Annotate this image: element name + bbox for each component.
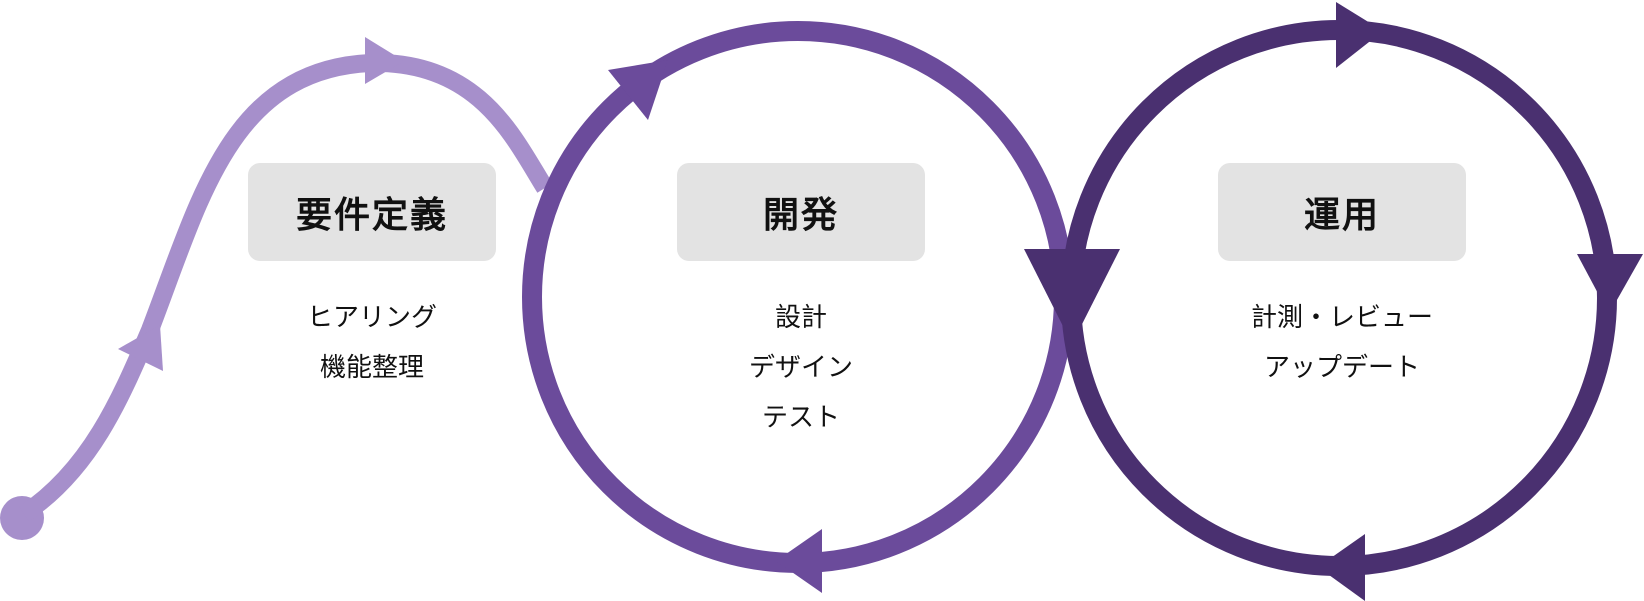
- phase-item: ヒアリング: [306, 303, 437, 333]
- phase-item: アップデート: [1263, 353, 1420, 383]
- operations-arrow-bottom: [1318, 534, 1365, 601]
- junction-arrow: [1024, 249, 1120, 344]
- phase-item: テスト: [761, 403, 840, 433]
- phase-box-development: 開発: [677, 163, 925, 261]
- requirements-arrow-2: [365, 37, 404, 84]
- phase-item: デザイン: [748, 353, 853, 383]
- requirements-arrow-1: [118, 325, 163, 371]
- operations-arrow-right: [1577, 254, 1643, 314]
- phase-items-requirements: ヒアリング 機能整理: [222, 293, 522, 393]
- phase-title-requirements: 要件定義: [295, 195, 448, 236]
- phase-title-development: 開発: [762, 195, 839, 236]
- development-arrow-top: [608, 60, 668, 120]
- phase-items-development: 設計 デザイン テスト: [651, 293, 951, 443]
- requirements-path: [18, 53, 553, 522]
- phase-items-operations: 計測・レビュー アップデート: [1192, 293, 1492, 393]
- phase-item: 機能整理: [319, 353, 424, 383]
- phase-title-operations: 運用: [1303, 195, 1380, 236]
- development-arrow-bottom: [776, 529, 822, 593]
- operations-arrow-top: [1336, 2, 1383, 68]
- phase-box-requirements: 要件定義: [248, 163, 496, 261]
- phase-item: 設計: [774, 303, 827, 333]
- phase-box-operations: 運用: [1218, 163, 1466, 261]
- phase-item: 計測・レビュー: [1250, 303, 1433, 333]
